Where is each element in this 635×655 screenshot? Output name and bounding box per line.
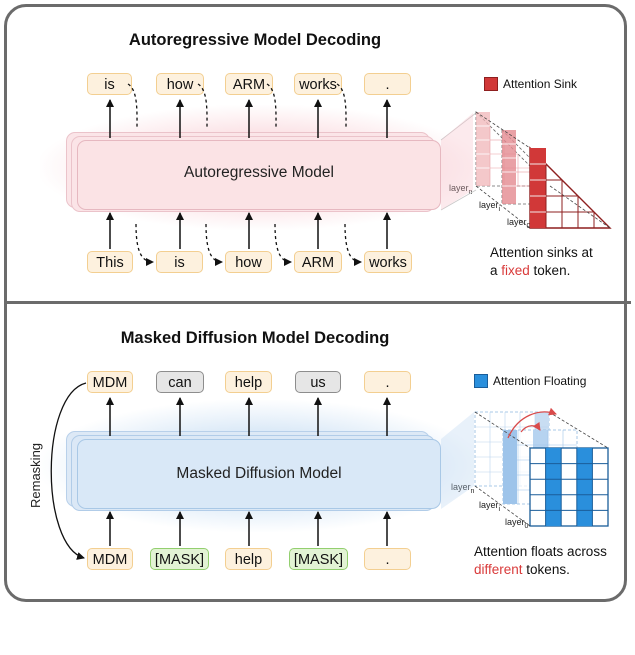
ar-output-token: is (87, 73, 132, 95)
mdm-caption-highlight: different (474, 562, 523, 577)
mdm-input-token: [MASK] (150, 548, 209, 570)
mdm-layer-i-label: layeri (479, 500, 501, 513)
ar-output-arrows (106, 99, 391, 138)
ar-input-token: is (156, 251, 203, 273)
ar-layer-i-label: layeri (479, 200, 501, 213)
mdm-input-token: . (364, 548, 411, 570)
ar-caption-pre: a (490, 263, 502, 278)
mdm-caption-post: tokens. (522, 562, 570, 577)
attention-floating-legend-swatch (474, 374, 488, 388)
ar-input-token: ARM (294, 251, 342, 273)
attention-sink-legend-swatch (484, 77, 498, 91)
mdm-output-token: . (364, 371, 411, 393)
ar-model-box (77, 140, 441, 210)
mdm-input-arrows (106, 511, 391, 546)
mdm-caption-line2: different tokens. (474, 561, 607, 579)
ar-output-token: works (294, 73, 342, 95)
mdm-input-token: help (225, 548, 272, 570)
ar-dashed-top-arrows (127, 83, 347, 129)
ar-output-token: ARM (225, 73, 273, 95)
ar-layer-n-label: layern (449, 183, 473, 196)
ar-input-token: This (87, 251, 133, 273)
mdm-output-token: can (156, 371, 204, 393)
mdm-output-token: us (295, 371, 341, 393)
ar-input-token: how (225, 251, 272, 273)
ar-caption-line1: Attention sinks at (490, 245, 593, 260)
ar-caption-highlight: fixed (501, 263, 530, 278)
attention-floating-legend-label: Attention Floating (493, 374, 587, 388)
ar-projection-lines (440, 112, 477, 211)
ar-input-arrows (106, 212, 391, 249)
mdm-output-token: help (225, 371, 272, 393)
ar-attention-map (475, 111, 612, 229)
mdm-input-token: [MASK] (289, 548, 348, 570)
ar-output-token: how (156, 73, 204, 95)
ar-input-token: works (364, 251, 412, 273)
mdm-caption: Attention floats across different tokens… (474, 543, 607, 579)
mdm-output-arrows (106, 397, 391, 436)
attention-sink-legend-label: Attention Sink (503, 77, 578, 91)
ar-dashed-bottom-arrows (135, 223, 362, 266)
ar-caption-line2: a fixed token. (490, 262, 593, 280)
ar-caption: Attention sinks at a fixed token. (490, 244, 593, 280)
remasking-arrow (50, 382, 87, 560)
mdm-layer-0-label: layer0 (505, 517, 529, 530)
ar-caption-post: token. (529, 263, 571, 278)
mdm-caption-line1: Attention floats across (474, 544, 607, 559)
ar-model-label: Autoregressive Model (184, 164, 334, 181)
ar-title: Autoregressive Model Decoding (128, 31, 382, 49)
ar-output-token: . (364, 73, 411, 95)
mdm-attention-map (474, 407, 609, 527)
mdm-model-label: Masked Diffusion Model (176, 465, 342, 482)
mdm-title: Masked Diffusion Model Decoding (120, 329, 390, 347)
ar-layer-0-label: layer0 (507, 217, 531, 230)
mdm-output-token: MDM (87, 371, 133, 393)
mdm-model-box (77, 439, 441, 509)
mdm-projection (441, 412, 474, 509)
mdm-input-token: MDM (87, 548, 133, 570)
mdm-layer-n-label: layern (451, 482, 475, 495)
section-divider (4, 301, 631, 304)
